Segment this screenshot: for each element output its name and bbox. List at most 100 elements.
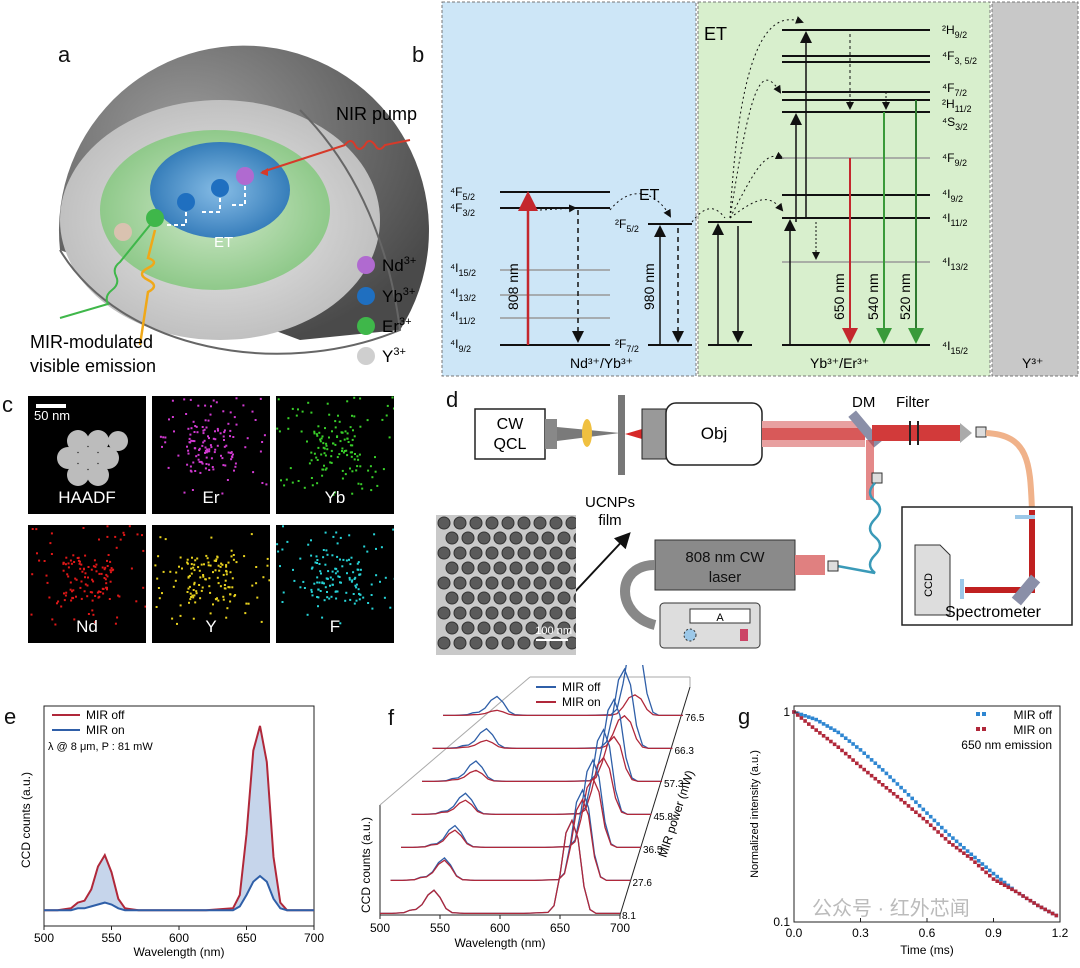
g-point [1010, 888, 1014, 892]
g-point [803, 719, 807, 723]
g-point [1003, 883, 1007, 887]
e-xtick-label: 650 [236, 931, 256, 945]
g-point [929, 815, 933, 819]
f-legend-off: MIR off [562, 680, 601, 694]
f-xtick-label: 650 [550, 921, 570, 935]
g-point [1043, 908, 1047, 912]
g-point [859, 748, 863, 752]
e-condition: λ @ 8 μm, P : 81 mW [48, 741, 153, 753]
et-label-top: ET [704, 24, 727, 44]
g-point [807, 715, 811, 719]
g-point [800, 716, 804, 720]
g-point [892, 779, 896, 783]
g-point [995, 875, 999, 879]
g-point [874, 777, 878, 781]
tile-nd: Nd [28, 525, 146, 643]
g-point [958, 849, 962, 853]
y-sphere [114, 223, 132, 241]
g-point [1040, 906, 1044, 910]
emission-label-1: MIR-modulated [30, 332, 153, 352]
g-point [859, 765, 863, 769]
g-point [870, 774, 874, 778]
yb-er-label: Yb³⁺/Er³⁺ [810, 355, 869, 371]
er-sphere [146, 209, 164, 227]
g-point [851, 758, 855, 762]
tile-label-er: Er [152, 488, 270, 508]
g-point [981, 867, 985, 871]
g-point [951, 836, 955, 840]
g-point [933, 827, 937, 831]
g-point [888, 789, 892, 793]
tile-yb: Yb [276, 396, 394, 514]
nd-sphere [236, 167, 254, 185]
g-point [903, 789, 907, 793]
g-point [907, 793, 911, 797]
panel-a: a ET NI [0, 0, 440, 390]
e-fill-area [44, 726, 314, 910]
g-ylabel: Normalized intensity (a.u.) [749, 750, 761, 878]
g-point [1007, 886, 1011, 890]
f-curve-on [433, 716, 673, 749]
g-point [885, 772, 889, 776]
g-point [962, 846, 966, 850]
e-legend-off: MIR off [86, 708, 125, 722]
g-point [877, 765, 881, 769]
g-point [862, 751, 866, 755]
g-point [944, 829, 948, 833]
g-point [999, 881, 1003, 885]
g-point [992, 877, 996, 881]
g-point [984, 871, 988, 875]
g-point [1021, 894, 1025, 898]
g-point [910, 807, 914, 811]
label-540nm: 540 nm [865, 273, 881, 320]
panel-label-e: e [4, 704, 16, 730]
tile-label-nd: Nd [28, 617, 146, 637]
et-label-a: ET [214, 234, 233, 251]
g-point [918, 804, 922, 808]
g-point [870, 758, 874, 762]
g-point [899, 798, 903, 802]
g-point [940, 826, 944, 830]
tile-label-f: F [276, 617, 394, 637]
g-point [833, 728, 837, 732]
g-point [866, 755, 870, 759]
panel-label-d: d [446, 387, 458, 413]
g-point [955, 840, 959, 844]
g-point [984, 865, 988, 869]
g-point [966, 854, 970, 858]
emission-label-2: visible emission [30, 356, 156, 376]
g-point [837, 745, 841, 749]
g-point [977, 864, 981, 868]
f-xtick-label: 500 [370, 921, 390, 935]
g-xlabel: Time (ms) [900, 943, 954, 957]
f-legend-on: MIR on [562, 695, 601, 709]
g-point [822, 734, 826, 738]
panel-b: b ⁴F5/2 ⁴F3/2 ⁴I15/2 ⁴I13/2 ⁴I11/2 ⁴ [410, 0, 1080, 380]
g-point [977, 859, 981, 863]
f-curve-off [391, 790, 631, 880]
g-point [848, 755, 852, 759]
f-power-label: 66.3 [675, 746, 695, 757]
g-point [1051, 912, 1055, 916]
g-point [892, 792, 896, 796]
e-legend-on: MIR on [86, 723, 125, 737]
g-point [888, 775, 892, 779]
panel-label-c: c [2, 392, 13, 418]
g-ytick-label: 0.1 [773, 915, 790, 929]
g-point [896, 795, 900, 799]
g-point [881, 783, 885, 787]
g-point [811, 725, 815, 729]
g-point [837, 731, 841, 735]
g-point [951, 843, 955, 847]
f-curve-off [401, 760, 641, 848]
tile-label-y: Y [152, 617, 270, 637]
panel-label-f: f [388, 705, 394, 731]
g-point [796, 713, 800, 717]
e-ylabel: CCD counts (a.u.) [19, 772, 33, 868]
g-point [881, 768, 885, 772]
cw-label: CW [497, 416, 525, 433]
g-point [992, 872, 996, 876]
